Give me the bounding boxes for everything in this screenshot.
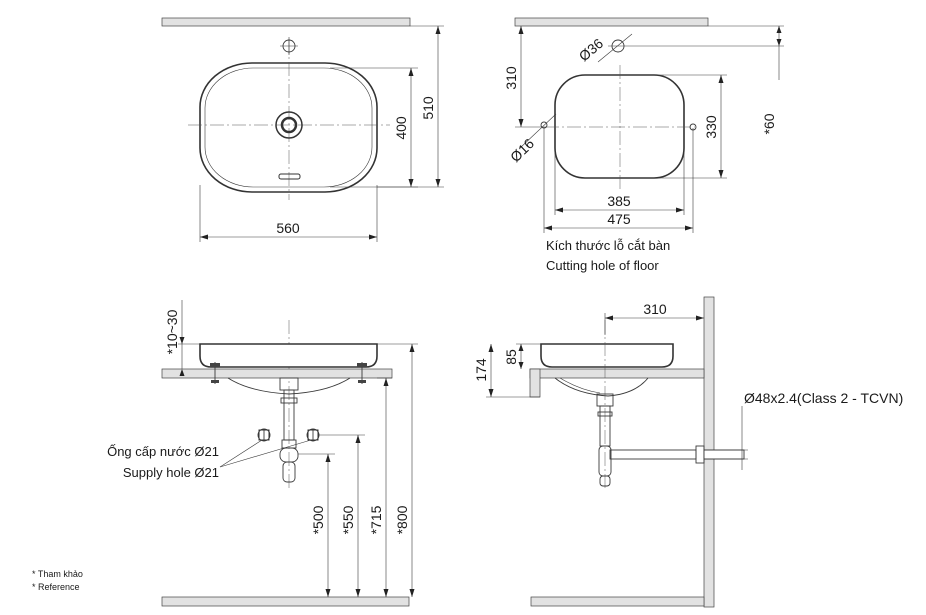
supply-valve-right [306, 428, 320, 442]
dim-500-arrow-top [325, 454, 331, 462]
dim-400-arrow-top [408, 68, 414, 76]
dim-16-label: Ø16 [507, 135, 537, 165]
dim-800-arrow-bot [409, 589, 415, 597]
front-drain-trap [279, 377, 299, 483]
dim-510-label: 510 [420, 96, 436, 120]
drain-outer-ring [275, 111, 303, 139]
supply-leader-1 [219, 439, 263, 468]
dim-500-arrow-bot [325, 589, 331, 597]
cutout-caption-vi: Kích thước lỗ cắt bàn [546, 238, 670, 253]
dim-550-label: *550 [340, 505, 356, 534]
side-bowl-under [554, 377, 649, 397]
dim-400-label: 400 [393, 116, 409, 140]
side-dim-310-arrow-l [605, 315, 613, 321]
front-counter [161, 368, 393, 379]
dim-560-label: 560 [276, 220, 300, 236]
basin-inner-outline [204, 67, 373, 188]
corner-hole-leader [519, 113, 557, 149]
dim-715-label: *715 [368, 505, 384, 534]
side-basin-body [540, 343, 674, 368]
side-dim-310-arrow-r [696, 315, 704, 321]
supply-leader-2 [219, 439, 312, 468]
side-floor [530, 596, 705, 607]
dim-475-label: 475 [607, 211, 631, 227]
dim-10-30-arrow-top [179, 337, 185, 344]
overflow-slot [278, 173, 301, 180]
dim-330-label: 330 [703, 115, 719, 139]
top-view: 560 400 510 [161, 17, 444, 242]
side-dim-310-label: 310 [643, 301, 667, 317]
dim-550-arrow-bot [355, 589, 361, 597]
dim-385-label: 385 [607, 193, 631, 209]
dim-560-arrow-r [369, 234, 377, 240]
dim-36-label: Ø36 [576, 35, 607, 64]
wall-pipe [703, 449, 745, 460]
note-reference-en: * Reference [32, 582, 80, 592]
side-counter [529, 368, 705, 379]
front-basin-body [199, 343, 378, 368]
cutout-caption-en: Cutting hole of floor [546, 258, 659, 273]
front-bowl-under [227, 377, 351, 395]
dim-475-arrow-l [544, 225, 552, 231]
dim-475-arrow-r [685, 225, 693, 231]
dim-550-arrow-top [355, 435, 361, 443]
dim-715-arrow-top [383, 378, 389, 386]
dim-310-arrow-bot [518, 119, 524, 127]
side-drain-trap [596, 393, 705, 487]
side-dim-174-label: 174 [473, 358, 489, 382]
top-view-counter-edge [161, 17, 411, 27]
dim-330-arrow-top [718, 75, 724, 83]
front-floor [161, 596, 410, 607]
dim-310-arrow-top [518, 26, 524, 34]
mount-bolt-right [357, 362, 367, 384]
side-dim-174-arrow-bot [488, 389, 494, 397]
dim-500-label: *500 [310, 505, 326, 534]
side-view: 310 85 174 Ø48x2.4(Class 2 - TCVN) [473, 296, 903, 608]
dim-385-arrow-r [676, 207, 684, 213]
basin-outer-outline [199, 62, 378, 193]
front-view: Ống cấp nước Ø21 Supply hole Ø21 *10~30 … [107, 300, 418, 607]
dim-60-arrow-bot [776, 39, 782, 46]
dim-310-label: 310 [503, 66, 519, 90]
pipe-label: Ø48x2.4(Class 2 - TCVN) [744, 390, 903, 406]
dim-510-arrow-top [435, 26, 441, 34]
dim-10-30-label: *10~30 [164, 309, 180, 354]
supply-valve-left [257, 428, 271, 442]
supply-label-vi: Ống cấp nước Ø21 [107, 444, 219, 459]
side-dim-85-label: 85 [503, 349, 519, 365]
side-counter-lip [529, 368, 541, 398]
cutout-outline [554, 74, 685, 179]
dim-510-arrow-bot [435, 179, 441, 187]
cutout-view-counter-edge [514, 17, 709, 27]
side-dim-174-arrow-top [488, 344, 494, 352]
supply-label-en: Supply hole Ø21 [123, 465, 219, 480]
drain-inner-ring [280, 116, 298, 134]
dim-800-arrow-top [409, 344, 415, 352]
dim-400-arrow-bot [408, 179, 414, 187]
side-bowl-inner [559, 377, 601, 394]
dim-60-arrow-top [776, 26, 782, 33]
dim-330-arrow-bot [718, 170, 724, 178]
dim-715-arrow-bot [383, 589, 389, 597]
side-dim-85-arrow-bot [518, 362, 524, 369]
dim-385-arrow-l [555, 207, 563, 213]
dim-800-label: *800 [394, 505, 410, 534]
dim-10-30-arrow-bot [179, 369, 185, 376]
dim-60-label: *60 [761, 113, 777, 134]
tap-hole-leader [597, 33, 633, 63]
cutout-view: Ø36 Ø16 310 330 *60 385 [503, 17, 784, 273]
side-dim-85-arrow-top [518, 344, 524, 351]
dim-560-arrow-l [200, 234, 208, 240]
mount-bolt-left [210, 362, 220, 384]
note-reference-vi: * Tham khảo [32, 569, 83, 579]
